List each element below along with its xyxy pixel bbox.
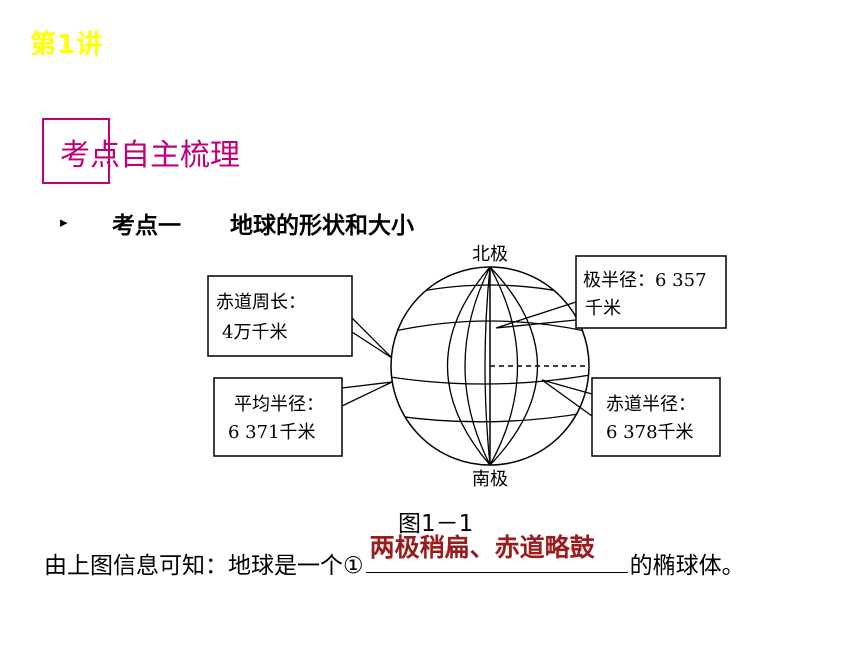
figure-caption: 图1－1 (398, 511, 474, 537)
equator-circumference-line2: 4万千米 (222, 322, 287, 343)
meridian-line (484, 267, 491, 465)
conclusion-suffix: 的椭球体。 (629, 553, 745, 579)
point-topic: 地球的形状和大小 (230, 213, 414, 239)
meridian-line (464, 267, 491, 465)
answer-blank: 两极稍扁、赤道略鼓 (365, 533, 628, 573)
globe (390, 266, 590, 466)
equator-radius-line1: 赤道半径： (606, 394, 696, 415)
conclusion-prefix: 由上图信息可知：地球是一个① (44, 553, 364, 579)
callout-equator-radius: 赤道半径： 6 378千米 (541, 377, 721, 457)
mean-radius-line2: 6 371千米 (228, 422, 316, 443)
callout-polar-radius: 极半径：6 357 千米 (495, 255, 727, 329)
lecture-number: 第1讲 (30, 30, 104, 60)
conclusion-sentence: 由上图信息可知：地球是一个① 两极稍扁、赤道略鼓 的椭球体。 (44, 533, 745, 580)
polar-radius-line2: 千米 (585, 298, 621, 319)
answer-text: 两极稍扁、赤道略鼓 (369, 533, 595, 562)
point-label: 考点一 (112, 213, 181, 239)
earth-shape-diagram: 北极 南极 赤道周长： 4万千米 极半径：6 357 千米 平均半径： 6 37… (207, 244, 727, 490)
callout-mean-radius: 平均半径： 6 371千米 (213, 377, 393, 457)
polar-radius-line1: 极半径：6 357 (583, 270, 707, 291)
equator-radius-line2: 6 378千米 (606, 422, 694, 443)
meridian-line (446, 267, 491, 465)
bullet-icon: ▸ (60, 213, 68, 231)
north-pole-label: 北极 (472, 244, 508, 265)
section-frame (42, 118, 110, 184)
equator-circumference-line1: 赤道周长： (216, 292, 306, 313)
callout-equator-circumference: 赤道周长： 4万千米 (207, 275, 393, 359)
mean-radius-line1: 平均半径： (234, 394, 324, 415)
section-title: 考点自主梳理 (60, 138, 240, 173)
south-pole-label: 南极 (472, 469, 508, 490)
